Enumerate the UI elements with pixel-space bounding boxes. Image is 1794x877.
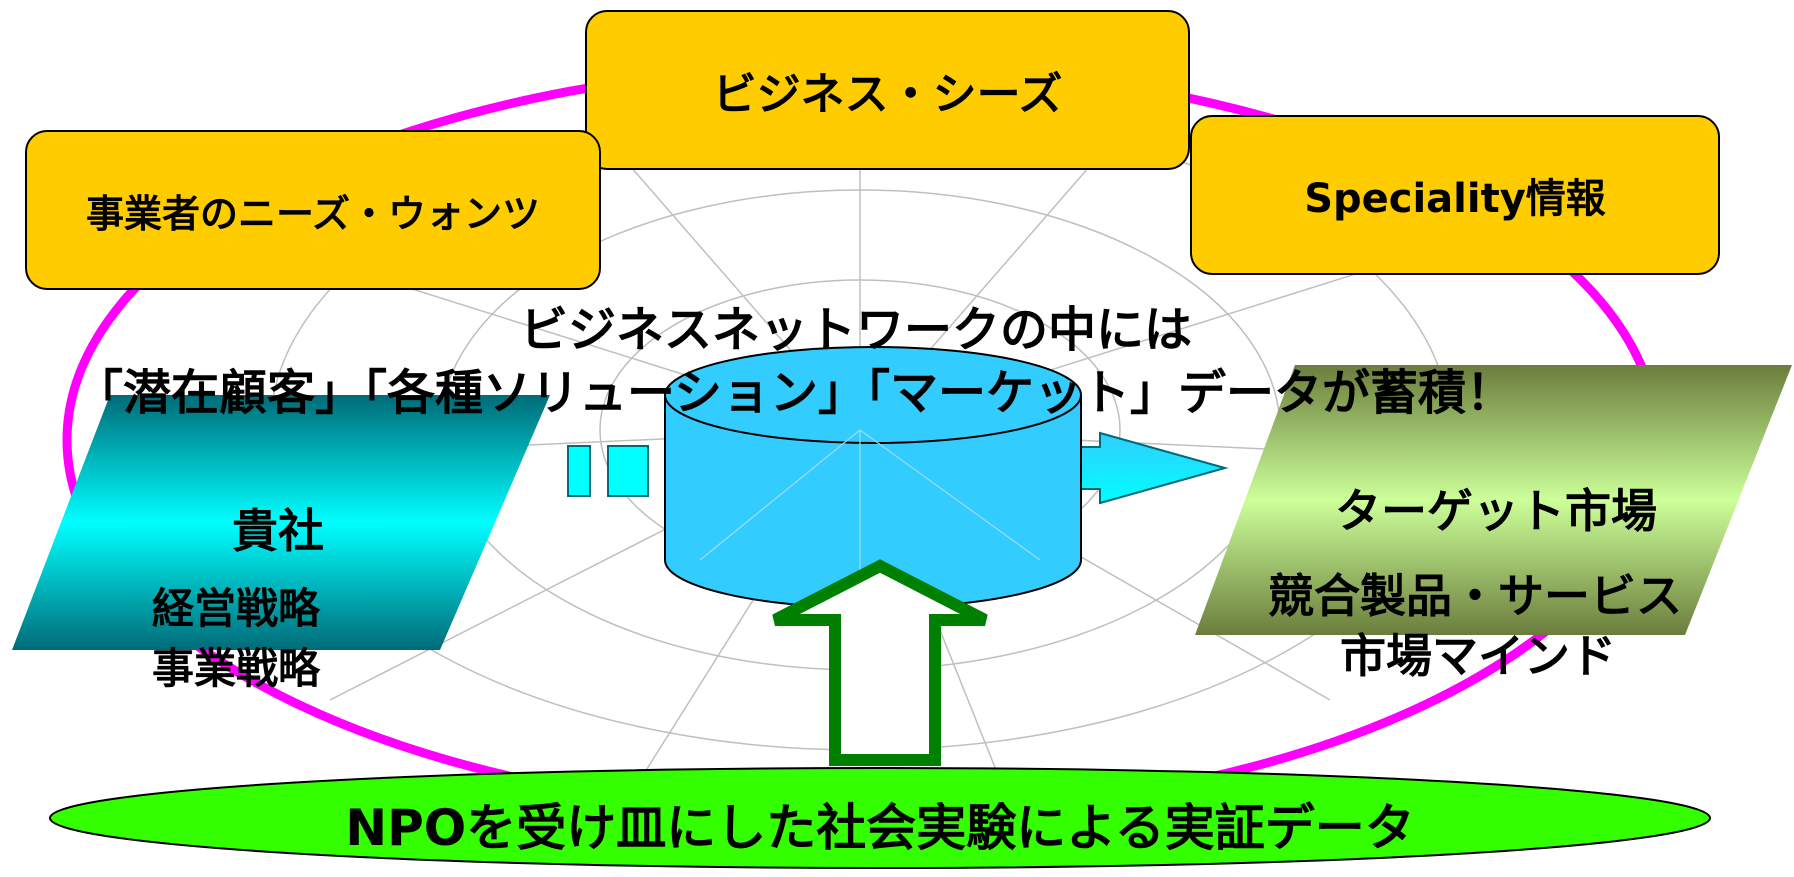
competing-products: 競合製品・サービス xyxy=(1268,569,1682,623)
company-panel xyxy=(12,395,550,650)
market-mind: 市場マインド xyxy=(1340,629,1616,683)
input-bar-1 xyxy=(567,445,591,497)
company-title: 貴社 xyxy=(232,504,324,558)
needs-wants-box: 事業者のニーズ・ウォンツ xyxy=(25,130,601,290)
business-strategy: 事業戦略 xyxy=(152,644,321,693)
speciality-box: Speciality情報 xyxy=(1190,115,1720,275)
output-arrow xyxy=(1079,431,1229,505)
bottom-ellipse xyxy=(49,767,1711,869)
target-market-panel xyxy=(1195,365,1792,635)
network-heading: ビジネスネットワークの中には xyxy=(520,302,1193,358)
upward-arrow xyxy=(772,559,988,766)
target-market-title: ターゲット市場 xyxy=(1335,484,1657,538)
bottom-ellipse-label: NPOを受け皿にした社会実験による実証データ xyxy=(345,799,1415,857)
database-cylinder xyxy=(664,346,1082,609)
business-seeds-label: ビジネス・シーズ xyxy=(712,69,1063,120)
needs-wants-label: 事業者のニーズ・ウォンツ xyxy=(85,191,541,236)
management-strategy: 経営戦略 xyxy=(152,584,321,633)
speciality-label: Speciality情報 xyxy=(1304,176,1606,222)
network-data-heading: 「潜在顧客」「各種ソリューション」「マーケット」データが蓄積！ xyxy=(75,365,1515,421)
business-seeds-box: ビジネス・シーズ xyxy=(585,10,1190,170)
input-bar-2 xyxy=(607,445,649,497)
